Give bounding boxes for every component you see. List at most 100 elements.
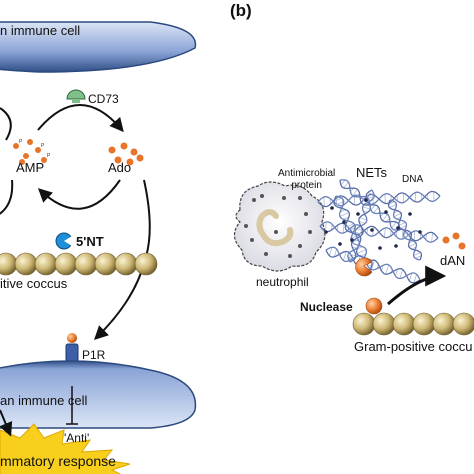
coccus-bead — [352, 312, 376, 336]
granule — [288, 254, 292, 258]
dna-helix — [325, 246, 421, 284]
granule — [260, 194, 264, 198]
coccus-a-label: itive coccus — [0, 276, 68, 291]
coccus-b-label: Gram-positive coccu — [354, 339, 473, 354]
coccus-bead — [392, 312, 416, 336]
arrow-amp-to-ado — [37, 104, 124, 133]
protein-dot — [378, 246, 382, 250]
top-immune-cell — [0, 21, 197, 73]
nuclease-label: Nuclease — [300, 300, 353, 314]
ado-dot — [130, 148, 138, 156]
coccus-bead — [432, 312, 456, 336]
coccus-bead — [372, 312, 396, 336]
cycle-arc-left-bottom — [0, 179, 14, 215]
coccus-bead — [0, 252, 18, 276]
granule — [274, 230, 278, 234]
coccus-bead — [54, 252, 78, 276]
nets-dna-strands — [317, 179, 441, 284]
5nt-label: 5'NT — [76, 234, 104, 249]
protein-dot — [394, 244, 398, 248]
coccus-bead — [452, 312, 474, 336]
p1r-label: P1R — [82, 348, 106, 362]
nuclease-enzyme-net — [355, 257, 373, 277]
amp-dot — [35, 147, 41, 153]
panel-b — [233, 179, 474, 336]
granule — [298, 244, 302, 248]
bottom-immune-cell — [0, 360, 197, 429]
p1r-receptor — [65, 333, 79, 376]
protein-dot — [408, 212, 412, 216]
5nt-enzyme — [55, 232, 74, 250]
coccus-bead — [134, 252, 158, 276]
dna-helix — [387, 199, 423, 261]
damp-dot — [442, 236, 450, 244]
granule — [252, 198, 256, 202]
neutrophil-cell — [233, 181, 326, 272]
amp-molecules: PPP — [13, 139, 51, 165]
ado-label: Ado — [108, 160, 132, 175]
granule — [282, 196, 286, 200]
dna-helix — [317, 190, 441, 208]
damp-dot — [458, 242, 466, 250]
antimicrobial-label: Antimicrobial protein — [278, 168, 336, 191]
protein-dot — [330, 206, 334, 210]
ado-dot — [136, 154, 144, 162]
protein-dot — [350, 238, 354, 242]
coccus-bead — [94, 252, 118, 276]
nets-label: NETs — [356, 165, 388, 180]
protein-dot — [396, 226, 400, 230]
granule — [304, 212, 308, 216]
panel-a: PPP — [0, 21, 197, 474]
cd73-label: CD73 — [88, 92, 119, 106]
granule — [250, 238, 254, 242]
inflammatory-response-burst — [0, 423, 131, 474]
cycle-arc-left-top — [0, 107, 12, 141]
coccus-bead — [412, 312, 436, 336]
protein-dot — [384, 210, 388, 214]
coccus-chain-a — [0, 252, 158, 276]
coccus-bead — [34, 252, 58, 276]
bottom-cell-label: an immune cell — [0, 393, 88, 408]
neutrophil-label: neutrophil — [256, 275, 309, 289]
damp-molecules — [442, 232, 466, 250]
granule — [298, 196, 302, 200]
phosphate-mark: P — [41, 143, 45, 149]
amp-label: AMP — [16, 160, 45, 175]
coccus-bead — [114, 252, 138, 276]
protein-dot — [338, 242, 342, 246]
coccus-chain-b — [352, 312, 474, 336]
amp-dot — [41, 157, 47, 163]
amp-dot — [27, 139, 33, 145]
protein-dot — [418, 230, 422, 234]
ado-dot — [120, 142, 128, 150]
neutrophil-nucleus — [256, 209, 294, 247]
cd73-receptor — [66, 89, 86, 103]
phosphate-mark: P — [47, 153, 51, 159]
nuclease-enzyme — [365, 297, 383, 315]
arrow-nuclease-to-damp — [387, 265, 447, 306]
dna-helix — [339, 179, 401, 231]
ado-molecules — [108, 142, 144, 166]
amp-dot — [19, 159, 25, 165]
ado-dot — [126, 158, 134, 166]
protein-dot — [342, 220, 346, 224]
response-label: mmatory response — [0, 453, 116, 469]
neutrophil-granules — [244, 194, 312, 258]
arrow-ado-return — [37, 179, 121, 210]
ado-dot — [108, 146, 116, 154]
protein-dot — [356, 212, 360, 216]
protein-dot — [364, 198, 368, 202]
granule — [244, 224, 248, 228]
coccus-bead — [74, 252, 98, 276]
phosphate-mark: P — [19, 139, 23, 145]
protein-dot — [324, 230, 328, 234]
granule — [264, 252, 268, 256]
anti-label: 'Anti' — [64, 431, 90, 445]
top-cell-label: n immune cell — [0, 23, 81, 38]
ado-dot — [114, 156, 122, 164]
damp-dot — [452, 232, 460, 240]
dna-helix — [347, 189, 375, 263]
amp-dot — [13, 143, 19, 149]
